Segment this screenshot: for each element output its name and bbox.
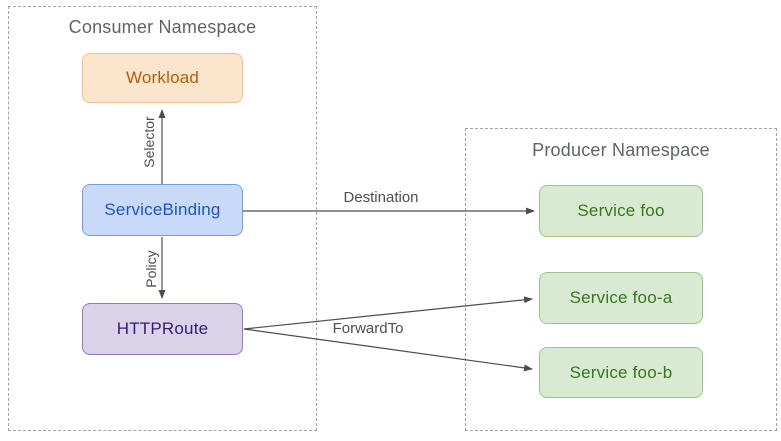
producer-namespace-group: Producer Namespace	[465, 128, 777, 431]
node-servicebinding: ServiceBinding	[82, 184, 243, 236]
consumer-namespace-title: Consumer Namespace	[68, 17, 257, 37]
node-service-foo-a: Service foo-a	[539, 272, 703, 324]
producer-namespace-title: Producer Namespace	[532, 140, 710, 160]
node-httproute: HTTPRoute	[82, 303, 243, 355]
forwardto-edge-label: ForwardTo	[332, 320, 404, 337]
node-service-foo-b: Service foo-b	[539, 347, 703, 398]
consumer-namespace-group: Consumer Namespace	[8, 6, 317, 431]
selector-edge-label: Selector	[141, 116, 157, 168]
destination-edge-label: Destination	[343, 189, 419, 206]
node-service-foo: Service foo	[539, 185, 703, 237]
node-workload: Workload	[82, 53, 243, 103]
policy-edge-label: Policy	[143, 250, 159, 288]
